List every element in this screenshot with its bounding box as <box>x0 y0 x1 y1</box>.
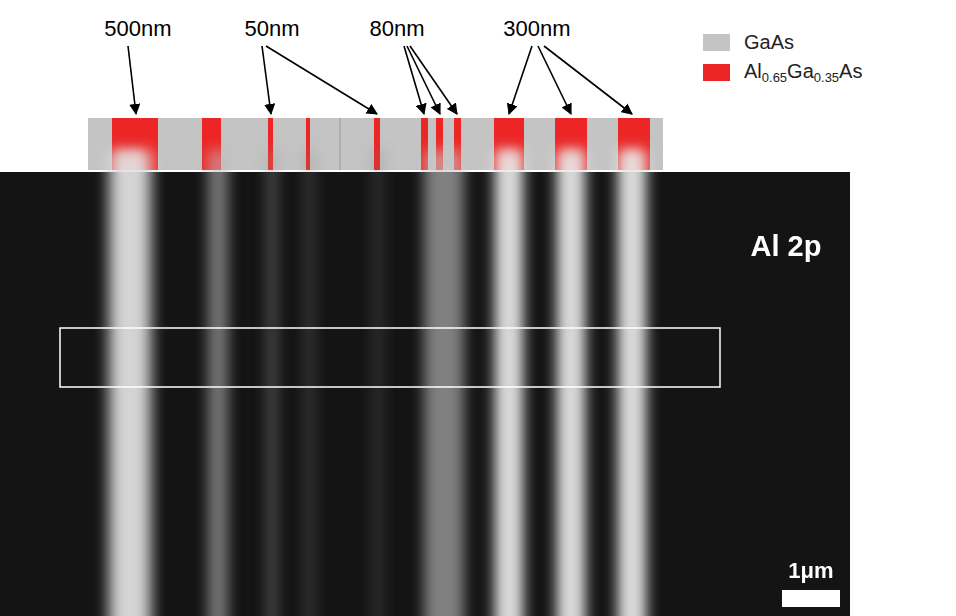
scale-bar <box>782 590 840 607</box>
dimension-label: 500nm <box>104 18 171 40</box>
leader-arrows <box>128 46 632 114</box>
legend-text: GaAs <box>744 31 794 54</box>
xpeem-image <box>0 150 850 616</box>
dimension-label: 50nm <box>244 18 299 40</box>
selection-box <box>60 328 720 387</box>
dimension-label: 80nm <box>369 18 424 40</box>
legend-swatch <box>703 34 730 51</box>
legend-entry: GaAs <box>703 31 794 54</box>
dimension-label: 300nm <box>503 18 570 40</box>
element-label: Al 2p <box>751 232 822 261</box>
legend-entry: Al0.65Ga0.35As <box>703 60 862 85</box>
scale-label: 1μm <box>788 560 833 582</box>
legend-text: Al0.65Ga0.35As <box>744 60 862 85</box>
legend-swatch <box>703 64 730 81</box>
